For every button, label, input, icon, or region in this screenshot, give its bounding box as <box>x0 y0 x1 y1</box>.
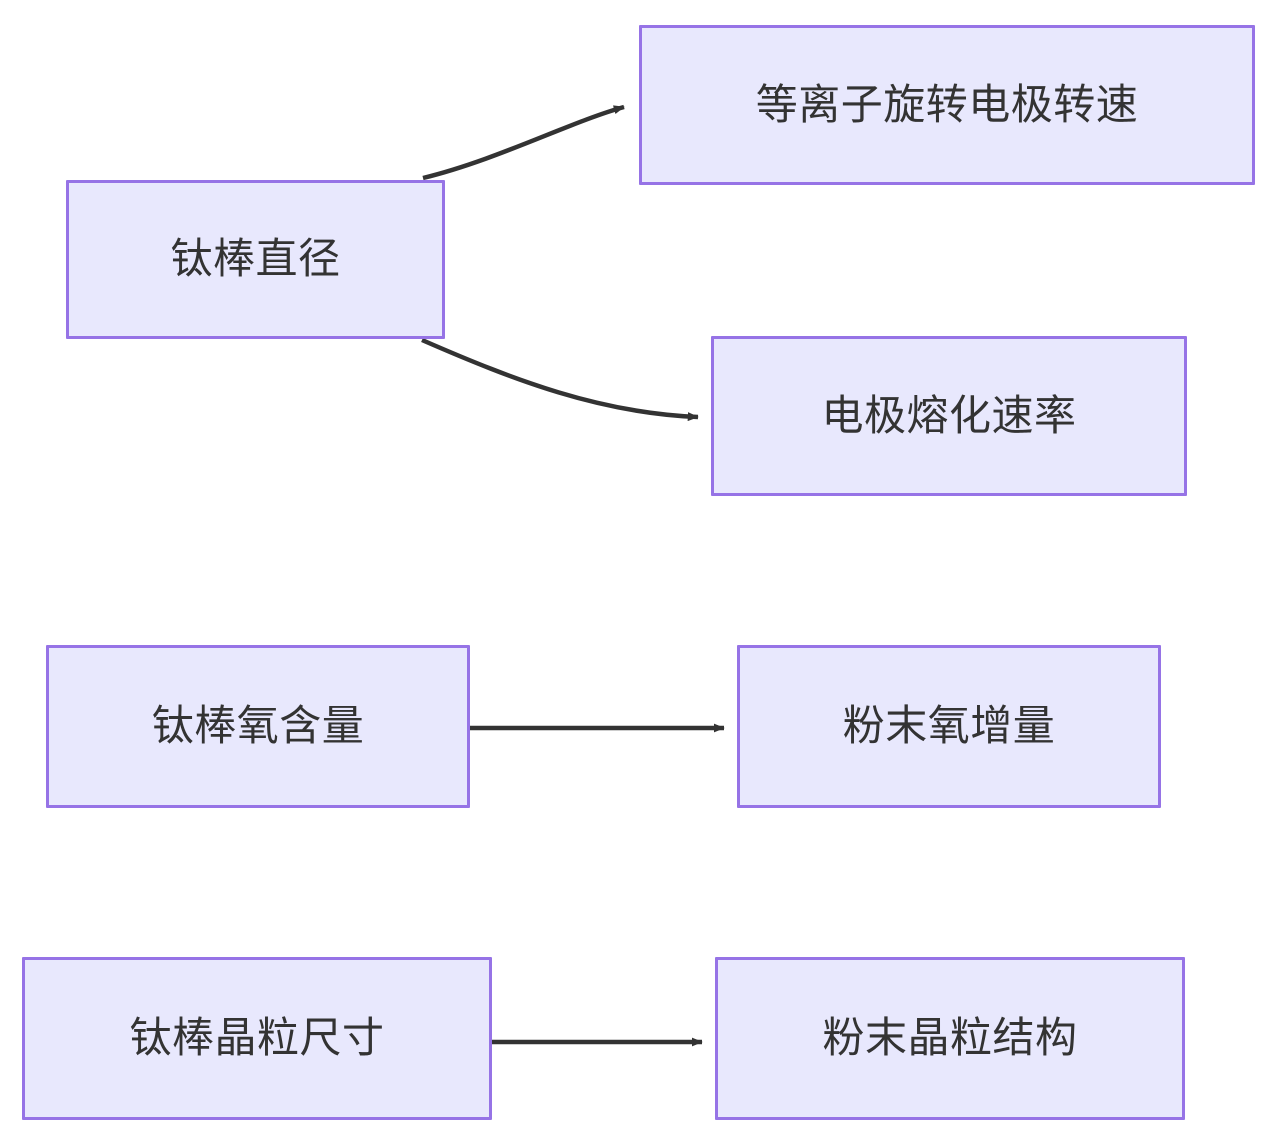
node-label: 等离子旋转电极转速 <box>755 80 1139 128</box>
node-rod-diameter[interactable]: 钛棒直径 <box>66 180 445 339</box>
node-label: 电极熔化速率 <box>821 391 1077 439</box>
node-label: 钛棒氧含量 <box>151 702 365 750</box>
node-label: 钛棒直径 <box>170 235 341 283</box>
node-label: 粉末氧增量 <box>842 702 1056 750</box>
node-powder-oxygen-increase[interactable]: 粉末氧增量 <box>737 645 1161 808</box>
edge-diameter-to-melt <box>421 337 699 422</box>
node-rod-oxygen-content[interactable]: 钛棒氧含量 <box>46 645 470 808</box>
node-label: 粉末晶粒结构 <box>822 1014 1078 1062</box>
edge-diameter-to-speed <box>422 104 625 181</box>
node-label: 钛棒晶粒尺寸 <box>129 1014 385 1062</box>
node-powder-grain-structure[interactable]: 粉末晶粒结构 <box>715 957 1185 1120</box>
node-electrode-melting-rate[interactable]: 电极熔化速率 <box>711 336 1187 496</box>
node-plasma-rotating-electrode-speed[interactable]: 等离子旋转电极转速 <box>639 25 1255 185</box>
node-rod-grain-size[interactable]: 钛棒晶粒尺寸 <box>22 957 492 1120</box>
